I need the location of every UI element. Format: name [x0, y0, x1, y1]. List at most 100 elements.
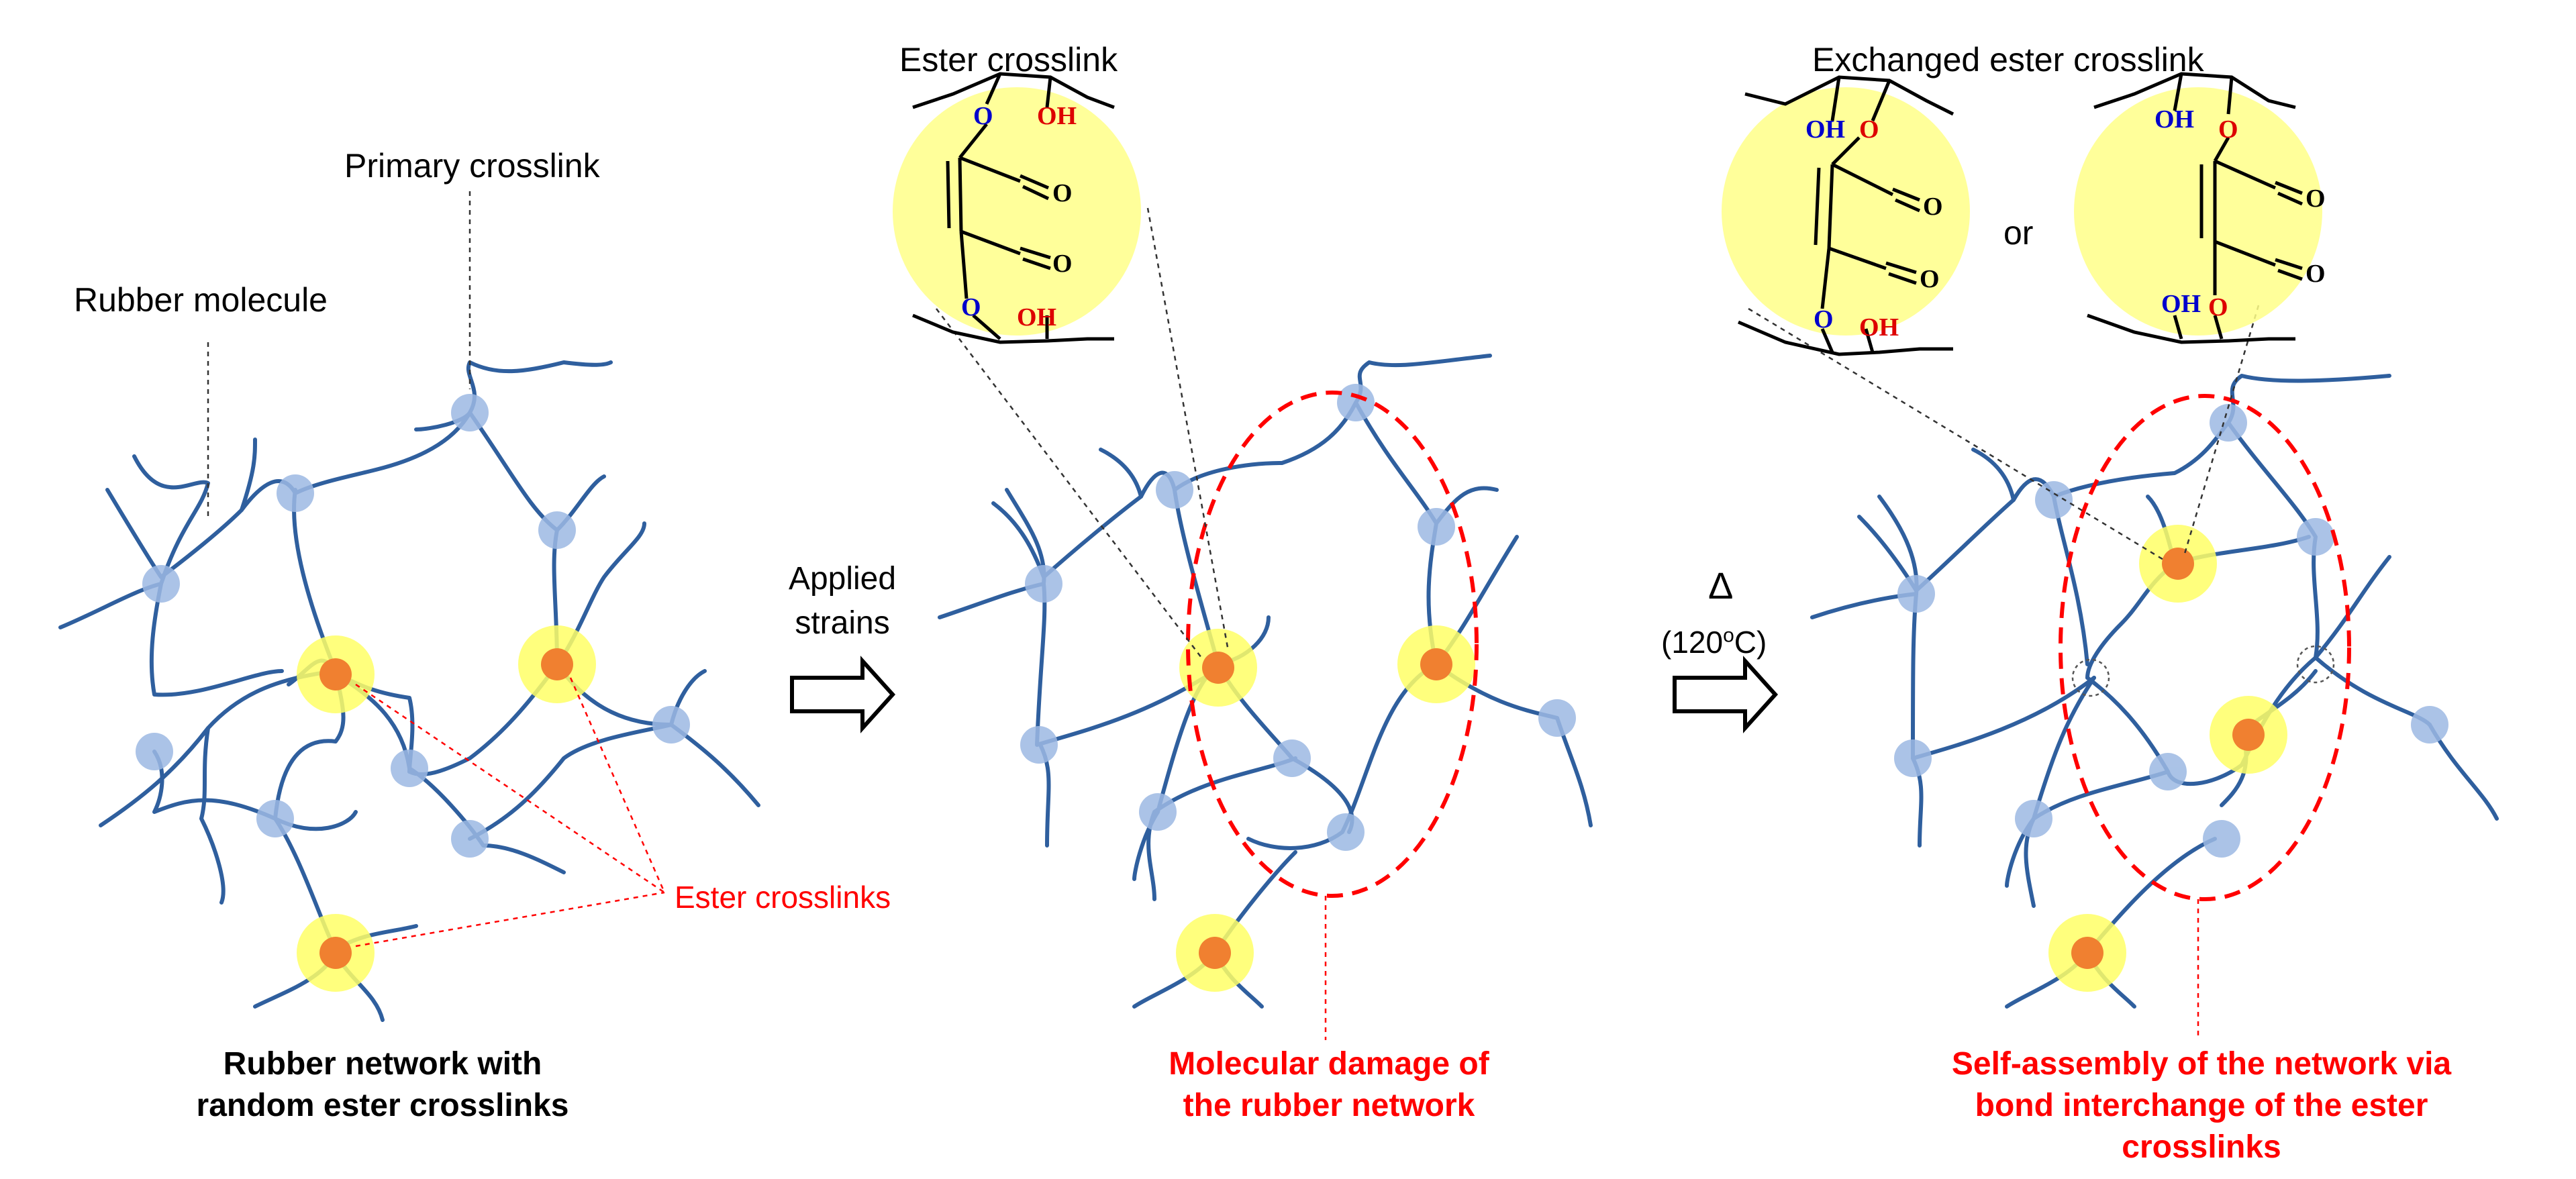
- structure-background: [2074, 87, 2322, 336]
- rubber-chain: [199, 726, 226, 905]
- ester-crosslink-core: [1202, 652, 1234, 684]
- leader-ester-1: [355, 683, 665, 894]
- double-bond-left: [2199, 161, 2217, 242]
- panel1-leader-lines: [207, 191, 666, 947]
- top-chain: [912, 72, 1115, 109]
- applied-strains-line1: Applied: [788, 561, 897, 597]
- oxygen-top: O: [1859, 115, 1879, 144]
- primary-crosslink-node: [1273, 739, 1311, 777]
- primary-crosslink-node: [2297, 518, 2334, 556]
- panel2-network: [938, 354, 1593, 1009]
- rubber-chain: [1971, 448, 2016, 502]
- panel1-caption-line1: Rubber network with: [223, 1046, 542, 1082]
- panel2-ester-crosslinks: [1176, 625, 1475, 992]
- rubber-chain: [2314, 555, 2391, 660]
- rubber-chain: [468, 411, 673, 727]
- primary-crosslink-node: [2015, 800, 2052, 837]
- primary-crosslink-node: [2035, 481, 2073, 519]
- hydroxyl-bottom: OH: [1017, 303, 1056, 331]
- primary-crosslink-node: [451, 394, 489, 431]
- leader-structure-left: [936, 308, 1202, 658]
- arrow-applied-strains: [790, 656, 896, 733]
- rubber-chain: [152, 750, 358, 831]
- panel3-broken-bond-markers: [2071, 645, 2335, 697]
- heating-temperature-label: (120oC): [1661, 624, 1767, 660]
- rubber-chain: [58, 582, 284, 697]
- panel1-ester-crosslinks: [297, 625, 596, 992]
- broken-bond-marker: [2071, 658, 2110, 697]
- primary-crosslink-node: [1337, 384, 1375, 421]
- carbonyl-oxygen-1: O: [1052, 179, 1073, 207]
- panel2-caption: Molecular damage of the rubber network: [1101, 1043, 1557, 1127]
- rubber-chain: [1857, 374, 2391, 593]
- primary-crosslink-node: [1418, 508, 1455, 546]
- temperature-close: C): [1734, 625, 1767, 660]
- structure-background: [893, 87, 1141, 336]
- primary-crosslink-node: [1020, 726, 1058, 764]
- primary-crosslink-label: Primary crosslink: [344, 147, 600, 185]
- primary-crosslink-node: [1139, 793, 1177, 831]
- ester-crosslink-core: [2232, 719, 2265, 751]
- primary-crosslink-node: [451, 820, 489, 858]
- temperature-degree: o: [1723, 624, 1734, 647]
- ester-crosslink-structure: O OH O O O OH: [893, 72, 1141, 344]
- primary-crosslink-node: [1538, 699, 1576, 737]
- primary-crosslink-node: [2149, 753, 2187, 790]
- rubber-chain: [1173, 488, 1354, 834]
- panel1-network: [58, 360, 760, 1022]
- panel2-primary-crosslinks: [1020, 384, 1576, 851]
- exchanged-ester-title: Exchanged ester crosslink: [1812, 41, 2204, 79]
- top-chain: [1744, 75, 1954, 116]
- heating-delta-label: Δ: [1708, 564, 1734, 607]
- hydroxyl-top: OH: [2154, 105, 2194, 134]
- leader-structure-right: [1146, 207, 1230, 652]
- self-assembly-region-ellipse: [2059, 394, 2351, 901]
- panel3-caption: Self-assembly of the network via bond in…: [1893, 1043, 2510, 1168]
- exchanged-ester-structure-a: OH O O O O OH: [1722, 75, 1970, 356]
- bottom-chain: [2087, 313, 2295, 344]
- bottom-chain: [1738, 320, 1953, 356]
- hydroxyl-bottom: OH: [1859, 313, 1899, 342]
- rubber-chain: [105, 360, 613, 579]
- double-bond-left: [1814, 164, 1834, 249]
- hydroxyl-bottom: OH: [2161, 290, 2201, 318]
- oxygen-bottom: O: [961, 293, 981, 321]
- rubber-chain: [240, 438, 257, 512]
- primary-crosslink-node: [1025, 565, 1062, 603]
- rubber-chain: [468, 723, 760, 841]
- panel2-caption-line1: Molecular damage of: [1169, 1046, 1489, 1082]
- panel3-network: [1810, 374, 2499, 1009]
- leader-structure-a: [1748, 307, 2165, 562]
- panel2-leader-lines: [936, 207, 1327, 1040]
- rubber-chain: [2032, 676, 2096, 821]
- ester-crosslink-core: [319, 937, 352, 969]
- bottom-chain: [912, 313, 1114, 344]
- leader-ester-3: [355, 891, 665, 947]
- primary-crosslink-node: [1327, 813, 1365, 851]
- hydroxyl-top: OH: [1037, 102, 1077, 130]
- carbonyl-oxygen-2: O: [1920, 265, 1940, 293]
- ester-crosslinks-label: Ester crosslinks: [675, 880, 891, 915]
- carbonyl-oxygen-1: O: [1923, 193, 1943, 221]
- primary-crosslink-node: [652, 706, 690, 744]
- ester-crosslink-core: [2162, 548, 2194, 580]
- rubber-chain: [938, 582, 1217, 747]
- primary-crosslink-node: [2210, 404, 2247, 442]
- ester-crosslink-core: [2071, 937, 2103, 969]
- panel3-leader-lines: [1748, 305, 2260, 1040]
- primary-crosslink-node: [391, 750, 428, 787]
- rubber-chain: [991, 354, 1492, 579]
- panel1-caption-line2: random ester crosslinks: [196, 1088, 569, 1123]
- primary-crosslink-node: [277, 474, 314, 512]
- oxygen-bottom: O: [1814, 305, 1834, 334]
- oxygen-top: O: [973, 102, 993, 130]
- oxygen-top: O: [2218, 115, 2238, 144]
- rubber-chain: [334, 672, 566, 874]
- panel2-caption-line2: the rubber network: [1183, 1088, 1475, 1123]
- primary-crosslink-node: [538, 511, 576, 549]
- carbonyl-oxygen-2: O: [2306, 260, 2326, 288]
- or-label: or: [2003, 214, 2034, 252]
- primary-crosslink-node: [2411, 706, 2448, 744]
- primary-crosslink-node: [1897, 575, 1935, 613]
